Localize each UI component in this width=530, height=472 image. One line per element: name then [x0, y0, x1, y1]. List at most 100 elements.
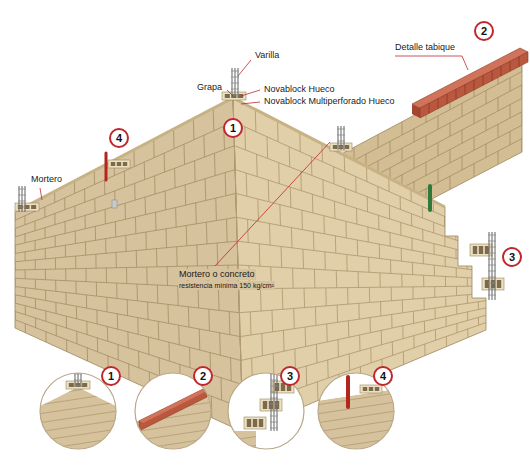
mortar-joint	[230, 358, 232, 381]
mortar-joint	[214, 153, 216, 175]
mortar-joint	[377, 187, 378, 201]
mortar-joint	[246, 173, 248, 196]
mortar-joint	[445, 296, 446, 306]
rebar	[343, 126, 344, 150]
mortar-joint	[74, 181, 75, 194]
mortar-joint	[138, 351, 139, 368]
mortar-joint	[390, 141, 391, 154]
callout-text: 4	[380, 371, 386, 382]
mortar-joint	[55, 258, 56, 269]
mortar-joint	[478, 286, 479, 294]
mortar-joint	[256, 154, 258, 176]
mortar-joint	[229, 312, 231, 335]
rebar-tie	[488, 283, 496, 284]
rebar	[494, 232, 495, 300]
mortar-joint	[244, 127, 246, 150]
mortar-joint	[45, 228, 46, 238]
mortar-joint	[411, 214, 412, 226]
mortar-joint	[279, 205, 281, 226]
leader-line	[227, 90, 233, 96]
mortar-joint	[323, 216, 324, 234]
mortar-joint	[137, 318, 138, 335]
mortar-joint	[153, 139, 154, 157]
mortar-joint	[413, 311, 414, 323]
mortar-joint	[292, 268, 294, 288]
brick-cap-face	[412, 104, 420, 118]
brick-joint	[474, 80, 475, 90]
mortar-joint	[467, 278, 468, 287]
mortar-joint	[116, 252, 117, 267]
mortar-joint	[167, 267, 168, 286]
rebar-tie	[18, 195, 26, 196]
mortar-joint	[306, 366, 308, 385]
mortar-line	[237, 241, 500, 273]
mortar-line	[241, 305, 500, 361]
mortar-line	[15, 217, 237, 253]
callout-number: 4	[373, 366, 393, 386]
callout-text: 3	[509, 252, 515, 263]
rebar-tie	[231, 77, 239, 78]
mortar-joint	[378, 215, 379, 229]
mortar-joint	[24, 216, 25, 225]
mortar-joint	[435, 330, 436, 341]
mortar-joint	[96, 282, 97, 296]
mortar-joint	[54, 214, 55, 225]
rebar-tie	[231, 89, 239, 90]
mortar-joint	[104, 180, 105, 195]
mortar-joint	[304, 288, 306, 307]
block-hole	[253, 419, 257, 427]
callout-number: 2	[193, 366, 213, 386]
wall-features	[15, 68, 504, 300]
mortar-joint	[445, 256, 446, 266]
mortar-joint	[94, 198, 95, 212]
mortar-joint	[389, 205, 390, 219]
mortar-joint	[438, 169, 439, 182]
rebar-tie	[488, 241, 496, 242]
block-hole	[263, 401, 267, 409]
mortar-joint	[277, 121, 279, 142]
brick-joint	[519, 57, 520, 67]
mortar-joint	[368, 257, 369, 272]
mortar-joint	[56, 325, 57, 336]
brick-cap-top	[139, 387, 211, 423]
leader-line	[241, 90, 260, 96]
mortar-joint	[462, 130, 463, 143]
mortar-joint	[75, 231, 76, 244]
mortar-line	[237, 217, 500, 266]
block-hole	[375, 387, 379, 391]
mortar-joint	[272, 310, 274, 332]
block-hole	[363, 387, 367, 391]
mortar-line	[15, 320, 242, 408]
rebar	[24, 186, 25, 212]
mortar-joint	[107, 327, 108, 342]
mortar-joint	[218, 288, 220, 310]
mortar-joint	[412, 262, 413, 274]
mortar-joint	[213, 108, 215, 130]
mortar-joint	[75, 256, 76, 269]
mortar-joint	[165, 191, 166, 210]
block-hole	[225, 94, 230, 98]
part-label: Novablock Hueco	[263, 84, 336, 95]
mortar-joint	[474, 164, 475, 177]
mortar-joint	[85, 215, 86, 228]
mortar-joint	[173, 129, 175, 149]
block-hole	[31, 205, 36, 209]
part-label: Grapa	[196, 82, 223, 93]
rebar-tie	[270, 416, 278, 417]
mortar-line	[236, 193, 500, 260]
mortar-joint	[486, 91, 487, 104]
detail-mortar	[316, 438, 396, 450]
rebar-tie	[488, 277, 496, 278]
mortar-joint	[145, 232, 146, 249]
wall-outline	[15, 98, 243, 432]
mortar-joint	[193, 119, 195, 140]
rebar-tie	[270, 404, 278, 405]
mortar-joint	[500, 235, 501, 241]
mortar-joint	[486, 117, 487, 130]
mortar-joint	[55, 302, 56, 313]
mortar-joint	[489, 321, 490, 328]
mortar-joint	[379, 244, 380, 258]
mortar-joint	[225, 173, 227, 196]
mortar-joint	[322, 144, 323, 162]
rebar	[488, 232, 489, 300]
